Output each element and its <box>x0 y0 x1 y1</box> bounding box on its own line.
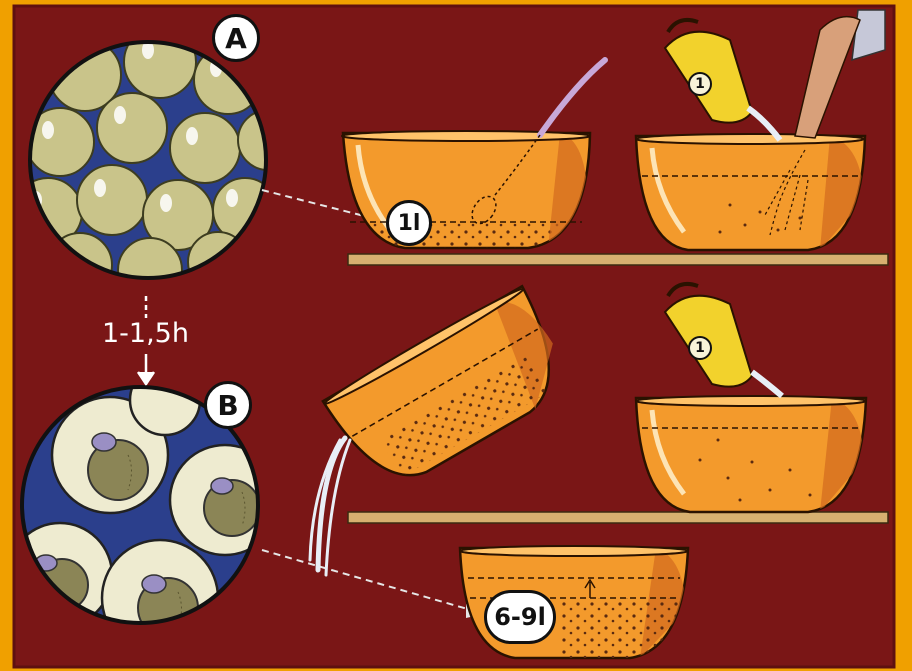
stage-b-badge: B <box>204 381 252 429</box>
stage-a-badge: A <box>212 14 260 62</box>
volume-final-badge: 6-9l <box>484 590 556 644</box>
bowl-rinsing <box>636 134 865 250</box>
bowl-refilled <box>636 396 866 512</box>
stage-b-label: B <box>217 389 238 422</box>
bowl-soaking <box>342 131 593 252</box>
cup-middle-number: 1 <box>688 336 712 360</box>
top-shelf <box>348 254 888 265</box>
duration-label: 1-1,5h <box>102 318 189 349</box>
cup-top-number: 1 <box>688 72 712 96</box>
volume-first-badge: 1l <box>386 200 432 246</box>
volume-final-label: 6-9l <box>494 603 546 631</box>
stage-a-label: A <box>225 22 247 55</box>
middle-shelf <box>348 512 888 523</box>
volume-first-label: 1l <box>398 211 421 236</box>
